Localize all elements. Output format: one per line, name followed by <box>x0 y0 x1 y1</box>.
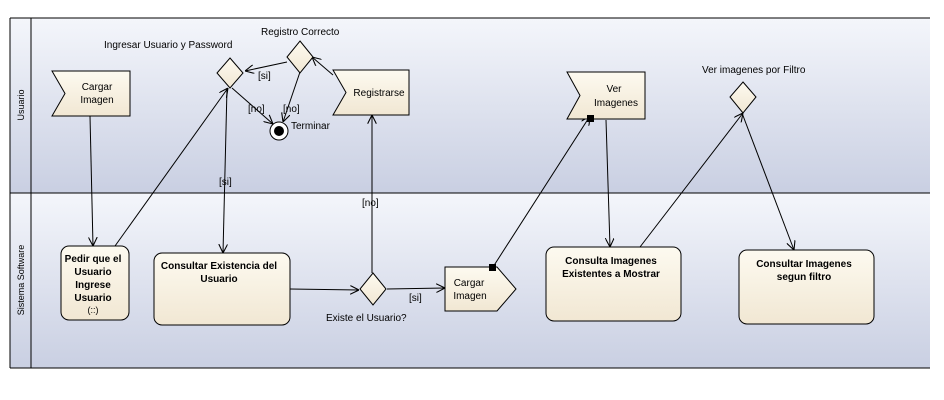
action-pedir-line1: Pedir que el <box>65 254 122 265</box>
action-pedir-line2: Usuario <box>74 267 111 278</box>
action-consultar-existencia[interactable]: Consultar Existencia del Usuario <box>153 252 291 326</box>
decision-filtro-label: Ver imagenes por Filtro <box>702 65 806 76</box>
edge-registrarse-to-registro <box>312 57 334 76</box>
guard-no-existe: [no] <box>362 198 379 209</box>
guard-no-registro: [no] <box>283 104 300 115</box>
decision-ver-filtro[interactable] <box>729 81 757 114</box>
signal-ver-imagenes-line2: Imagenes <box>594 98 638 109</box>
signal-ver-imagenes[interactable]: Ver Imagenes <box>566 71 646 122</box>
lane-label-sistema: Sistema Software <box>16 245 26 316</box>
final-node-terminar[interactable] <box>269 121 289 141</box>
signal-registrarse-label: Registrarse <box>353 88 405 99</box>
signal-ver-imagenes-line1: Ver <box>606 84 622 95</box>
action-pedir-line4: Usuario <box>74 293 111 304</box>
decision-existe-usuario[interactable] <box>359 272 387 306</box>
signal-cargar-imagen-line2: Imagen <box>80 95 113 106</box>
guard-si-existe: [si] <box>409 293 422 304</box>
signal-send-line1: Cargar <box>454 278 485 289</box>
signal-cargar-imagen[interactable]: Cargar Imagen <box>51 70 131 117</box>
edge-registro-to-terminar <box>283 71 301 122</box>
edge-pedir-to-ingresar <box>114 88 228 247</box>
action-filtro-line1: Consultar Imagenes <box>756 259 852 270</box>
lane-usuario-bg <box>10 18 930 193</box>
decision-registro-label: Registro Correcto <box>261 27 340 38</box>
edge-ver-to-consulta <box>606 119 610 247</box>
edge-consultar-to-existe <box>289 289 359 290</box>
decision-ingresar-label: Ingresar Usuario y Password <box>104 40 232 51</box>
edge-consulta-to-filtro <box>639 113 743 248</box>
edges <box>90 57 794 290</box>
guard-no-ingresar: [no] <box>248 104 265 115</box>
action-consultar-line1: Consultar Existencia del <box>161 261 277 272</box>
action-pedir-line5: (::) <box>88 305 99 315</box>
signal-send-line2: Imagen <box>453 291 486 302</box>
lane-label-usuario: Usuario <box>16 89 26 120</box>
action-pedir-line3: Ingrese <box>75 280 111 291</box>
edge-ingresar-to-terminar <box>231 87 273 124</box>
action-pedir-usuario[interactable]: Pedir que el Usuario Ingrese Usuario (::… <box>60 245 130 321</box>
edge-ingresar-to-consultar <box>223 87 227 253</box>
edge-filtro-to-consultar-filtro <box>741 112 794 250</box>
pin <box>587 115 594 122</box>
signal-registrarse[interactable]: Registrarse <box>332 69 410 116</box>
pin <box>489 264 496 271</box>
edge-cargar-to-pedir <box>90 115 93 246</box>
guard-si-consultar: [si] <box>219 177 232 188</box>
action-filtro-line2: segun filtro <box>777 272 831 283</box>
signal-cargar-imagen-line1: Cargar <box>82 82 113 93</box>
edge-registro-to-ingresar <box>245 61 288 71</box>
action-consultar-line2: Usuario <box>200 274 237 285</box>
action-consultar-filtro[interactable]: Consultar Imagenes segun filtro <box>738 249 875 325</box>
signal-cargar-imagen-send[interactable]: Cargar Imagen <box>444 264 517 312</box>
edge-existe-to-cargar-send <box>386 288 445 289</box>
decision-ingresar-usuario[interactable] <box>216 57 244 89</box>
final-node-label: Terminar <box>291 121 331 132</box>
action-consulta-imagenes[interactable]: Consulta Imagenes Existentes a Mostrar <box>545 246 682 322</box>
action-consulta-line2: Existentes a Mostrar <box>562 269 660 280</box>
edge-cargar-send-to-ver <box>492 116 590 268</box>
decision-existe-label: Existe el Usuario? <box>326 313 407 324</box>
action-consulta-line1: Consulta Imagenes <box>565 256 657 267</box>
guard-si-registro: [si] <box>258 71 271 82</box>
guard-labels: [si] [no] [no] [si] [no] [si] <box>219 71 422 304</box>
decision-registro-correcto[interactable] <box>286 40 314 74</box>
